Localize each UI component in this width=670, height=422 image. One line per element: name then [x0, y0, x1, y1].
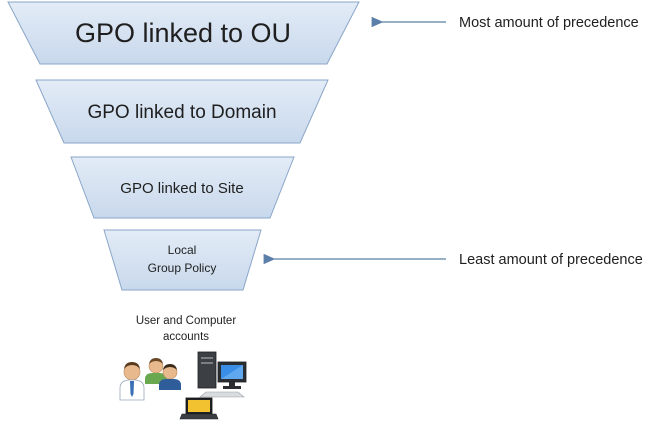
- tier-gpo-site: GPO linked to Site: [70, 156, 295, 219]
- tier-local-group-policy: Local Group Policy: [103, 229, 262, 291]
- least-precedence-label: Least amount of precedence: [459, 252, 643, 268]
- accounts-caption-line1: User and Computer: [136, 315, 237, 327]
- user-group-icon: [145, 358, 181, 390]
- tier-gpo-domain: GPO linked to Domain: [35, 79, 329, 144]
- user-icon: [119, 362, 145, 401]
- laptop-icon: [179, 397, 219, 420]
- accounts-caption-line2: accounts: [163, 331, 209, 343]
- tier-gpo-domain-label: GPO linked to Domain: [87, 102, 276, 123]
- tier-gpo-ou-label: GPO linked to OU: [75, 18, 291, 48]
- tier-gpo-ou: GPO linked to OU: [7, 1, 360, 65]
- tier-local-line2: Group Policy: [148, 261, 217, 275]
- most-precedence-label: Most amount of precedence: [459, 15, 639, 31]
- desktop-computer-icon: [197, 351, 247, 398]
- tier-gpo-site-label: GPO linked to Site: [120, 180, 243, 197]
- most-precedence-annotation: Most amount of precedence: [371, 15, 639, 31]
- tier-local-line1: Local: [168, 243, 197, 257]
- least-precedence-annotation: Least amount of precedence: [263, 252, 643, 268]
